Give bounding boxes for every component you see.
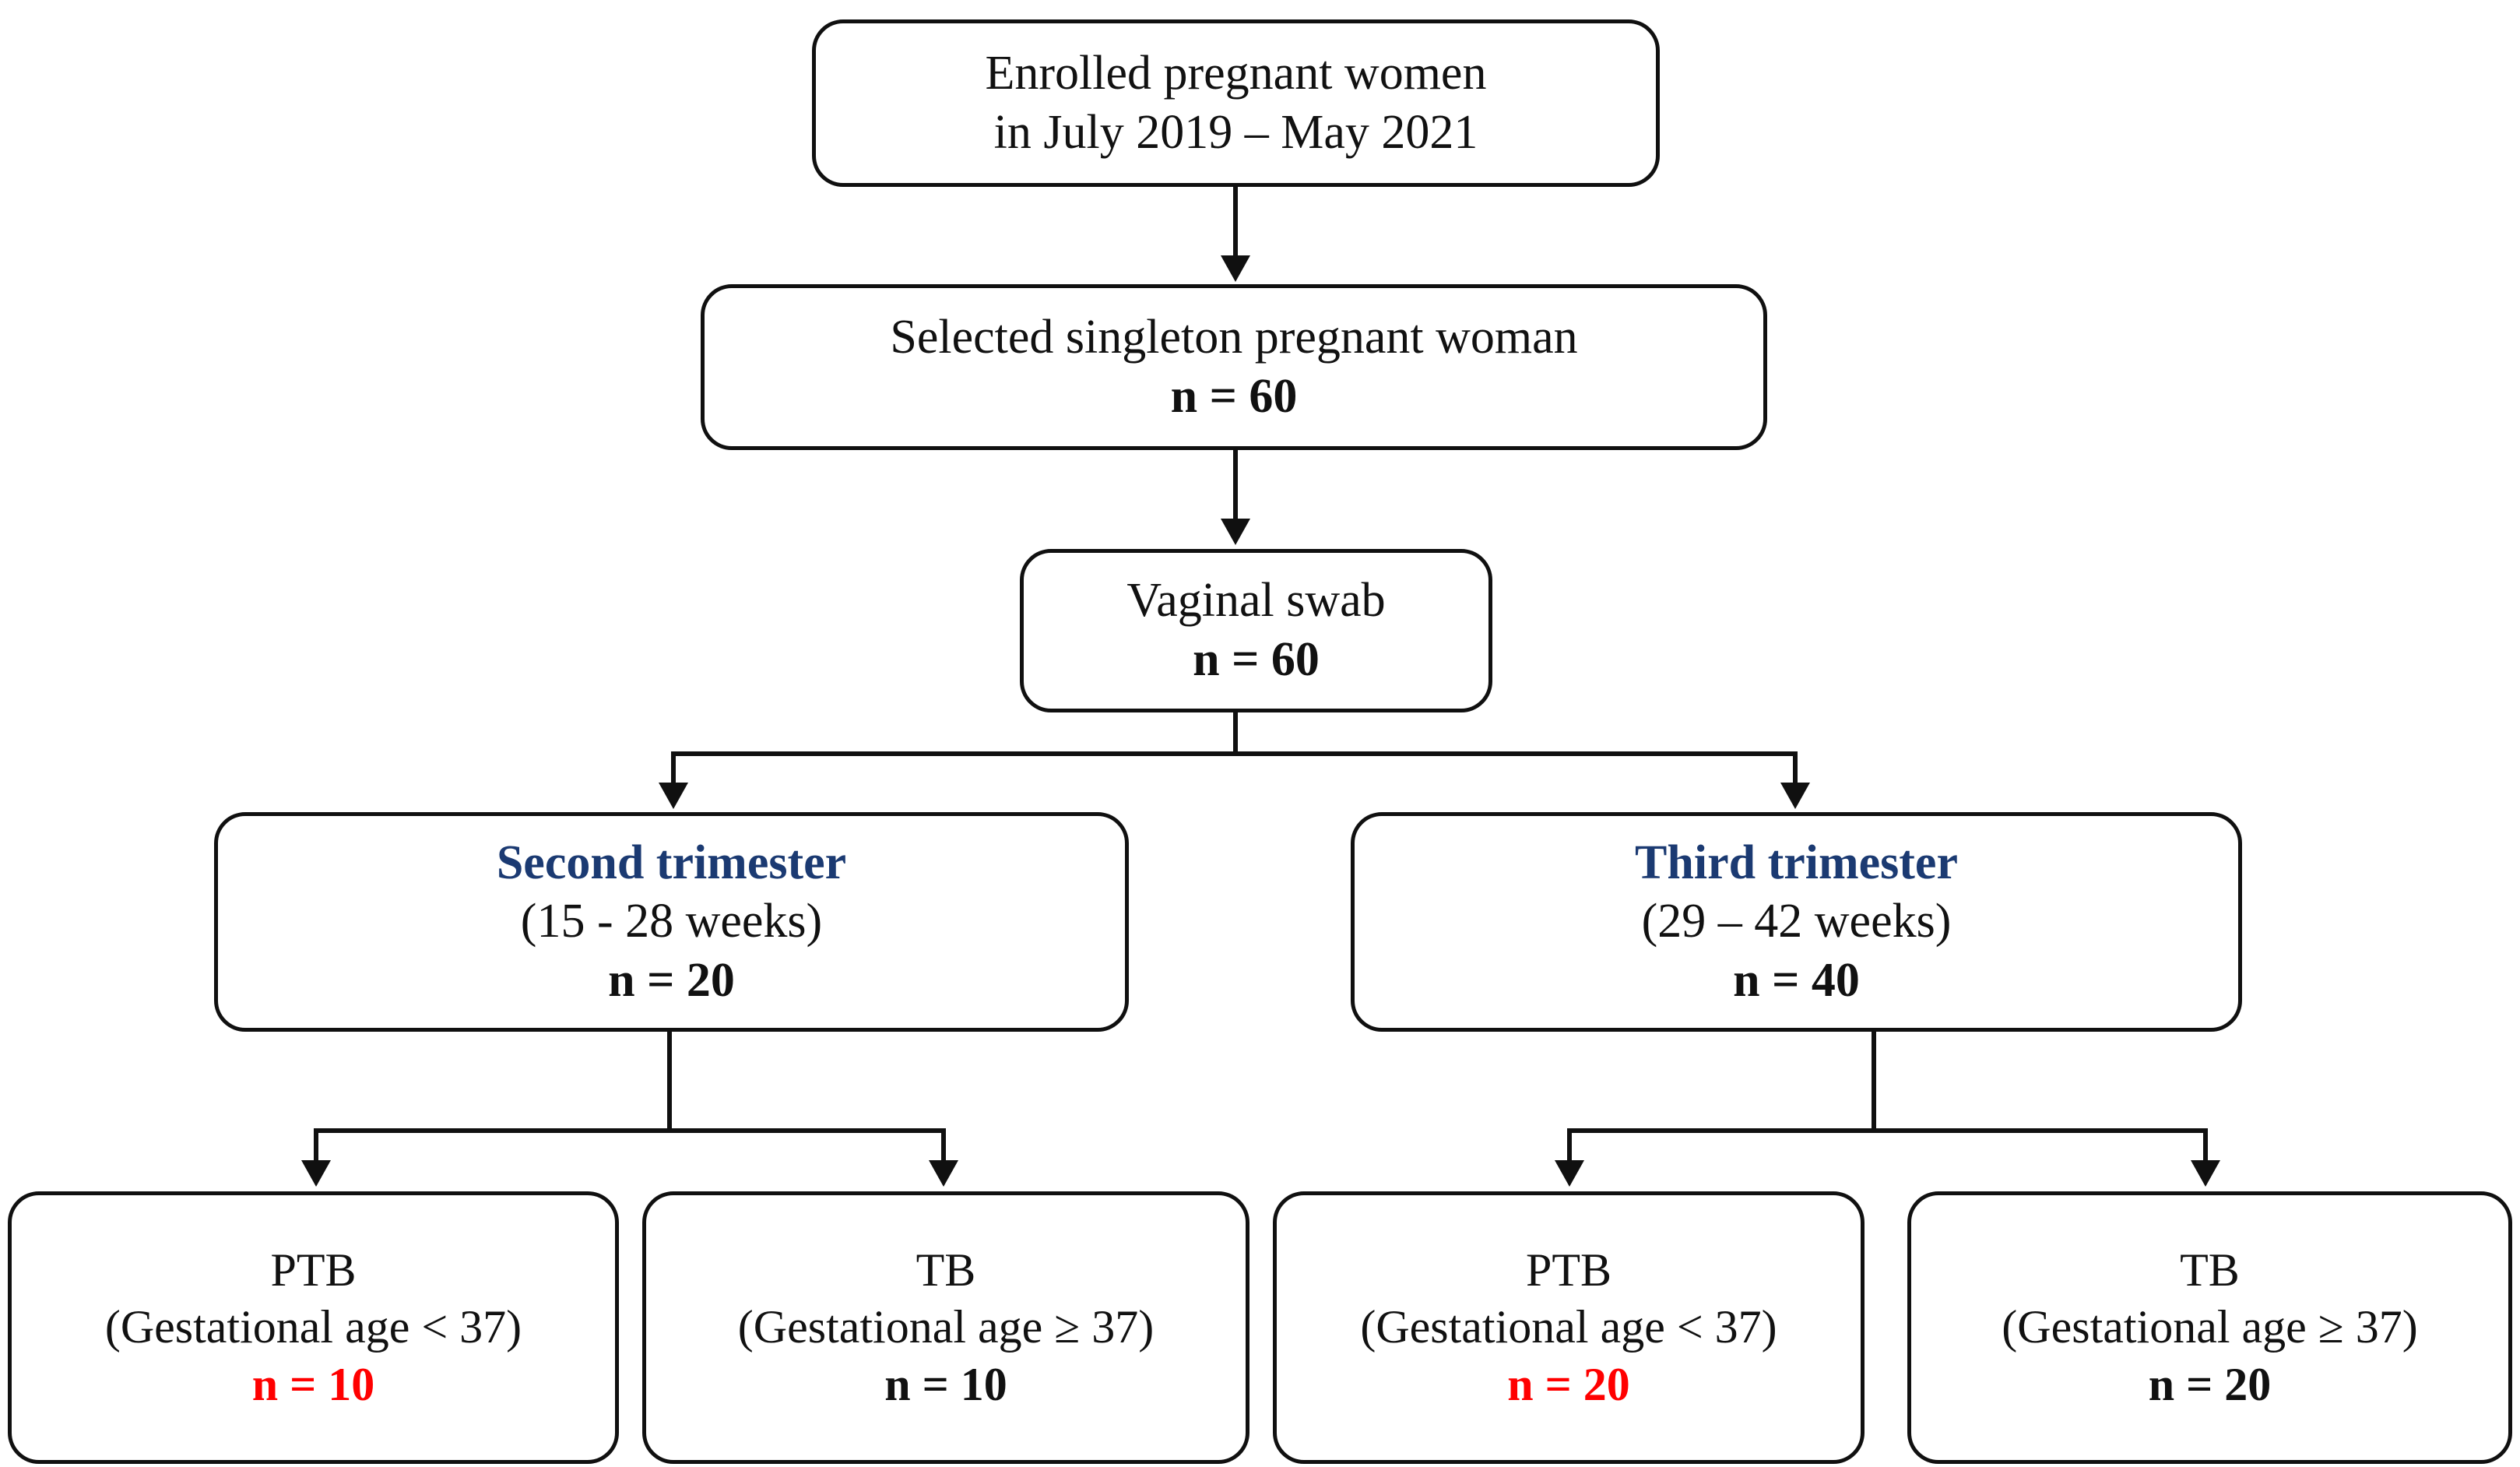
node-third-tb: TB (Gestational age ≥ 37) n = 20 — [1907, 1191, 2512, 1464]
connector-selected-to-swab — [1233, 450, 1238, 522]
connector-enrolled-to-selected — [1233, 187, 1238, 259]
connector-swab-to-second-drop — [671, 751, 676, 786]
node-selected-line-1: Selected singleton pregnant woman — [890, 310, 1578, 364]
node-third-trimester-count: n = 40 — [1733, 953, 1860, 1007]
node-second-trimester: Second trimester (15 - 28 weeks) n = 20 — [214, 812, 1129, 1032]
node-second-trimester-title: Second trimester — [496, 836, 847, 889]
connector-second-to-ptb-drop — [314, 1128, 318, 1164]
node-second-tb: TB (Gestational age ≥ 37) n = 10 — [642, 1191, 1249, 1464]
node-swab-line-1: Vaginal swab — [1126, 574, 1386, 628]
arrowhead-swab-to-third — [1780, 783, 1810, 809]
arrowhead-selected-to-swab — [1221, 519, 1250, 545]
node-second-ptb-count: n = 10 — [251, 1358, 375, 1410]
node-second-ptb-title: PTB — [270, 1244, 357, 1296]
node-third-ptb-count: n = 20 — [1507, 1358, 1630, 1410]
node-vaginal-swab: Vaginal swab n = 60 — [1020, 549, 1492, 712]
node-second-tb-count: n = 10 — [884, 1358, 1007, 1410]
node-enrolled-line-2: in July 2019 – May 2021 — [993, 105, 1478, 159]
arrowhead-second-to-tb — [929, 1160, 958, 1187]
arrowhead-swab-to-second — [659, 783, 688, 809]
arrowhead-third-to-tb — [2191, 1160, 2220, 1187]
connector-third-stem — [1872, 1032, 1876, 1133]
node-third-ptb-title: PTB — [1525, 1244, 1612, 1296]
node-enrolled-line-1: Enrolled pregnant women — [985, 46, 1487, 100]
connector-swab-bus — [671, 751, 1798, 756]
node-enrolled-pregnant-women: Enrolled pregnant women in July 2019 – M… — [812, 19, 1660, 187]
node-third-ptb: PTB (Gestational age < 37) n = 20 — [1273, 1191, 1865, 1464]
arrowhead-second-to-ptb — [301, 1160, 331, 1187]
arrowhead-third-to-ptb — [1555, 1160, 1584, 1187]
node-third-tb-count: n = 20 — [2148, 1358, 2272, 1410]
node-selected-count: n = 60 — [1170, 369, 1298, 423]
node-swab-count: n = 60 — [1193, 633, 1320, 686]
node-second-ptb: PTB (Gestational age < 37) n = 10 — [8, 1191, 619, 1464]
connector-third-bus — [1567, 1128, 2208, 1133]
connector-third-to-tb-drop — [2203, 1128, 2208, 1164]
node-selected-singleton: Selected singleton pregnant woman n = 60 — [701, 284, 1767, 450]
node-third-trimester: Third trimester (29 – 42 weeks) n = 40 — [1351, 812, 2242, 1032]
node-third-tb-criteria: (Gestational age ≥ 37) — [2002, 1301, 2418, 1353]
connector-second-bus — [314, 1128, 946, 1133]
connector-second-stem — [667, 1032, 672, 1133]
node-second-trimester-count: n = 20 — [608, 953, 735, 1007]
connector-third-to-ptb-drop — [1567, 1128, 1572, 1164]
connector-swab-stem — [1233, 712, 1238, 755]
node-third-ptb-criteria: (Gestational age < 37) — [1360, 1301, 1777, 1353]
node-third-trimester-range: (29 – 42 weeks) — [1641, 895, 1952, 948]
node-second-trimester-range: (15 - 28 weeks) — [520, 895, 823, 948]
node-third-tb-title: TB — [2180, 1244, 2240, 1296]
arrowhead-enrolled-to-selected — [1221, 255, 1250, 282]
node-second-ptb-criteria: (Gestational age < 37) — [104, 1301, 522, 1353]
node-second-tb-criteria: (Gestational age ≥ 37) — [737, 1301, 1155, 1353]
connector-second-to-tb-drop — [941, 1128, 946, 1164]
node-second-tb-title: TB — [916, 1244, 976, 1296]
connector-swab-to-third-drop — [1793, 751, 1798, 786]
node-third-trimester-title: Third trimester — [1635, 836, 1958, 889]
